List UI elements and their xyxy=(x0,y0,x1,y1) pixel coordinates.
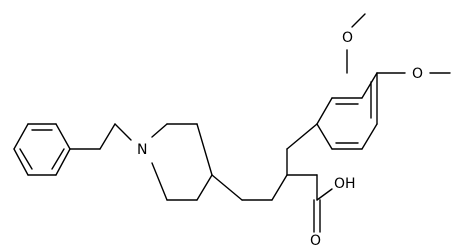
bond xyxy=(13,123,29,150)
aromatic-double-bond xyxy=(51,148,65,170)
benzyl-phenyl-ring xyxy=(13,123,71,176)
nitrogen-label: N xyxy=(137,142,147,158)
bond xyxy=(211,174,243,201)
aromatic-double-bond xyxy=(19,148,33,170)
methoxy-oxygen-label: O xyxy=(342,30,353,46)
bond xyxy=(271,174,288,201)
bond xyxy=(114,123,132,141)
bond xyxy=(151,162,168,201)
bond xyxy=(99,123,116,150)
bond xyxy=(286,123,318,150)
carbonyl-oxygen-label: O xyxy=(310,233,321,249)
bond xyxy=(151,123,168,138)
bond xyxy=(316,123,333,150)
methoxy-oxygen-label: O xyxy=(412,66,423,82)
bond xyxy=(196,123,213,176)
bond xyxy=(316,97,333,125)
bond xyxy=(361,123,378,150)
bond xyxy=(196,174,213,201)
bond xyxy=(13,148,29,176)
hydroxyl-label: OH xyxy=(334,176,356,192)
bond xyxy=(351,13,366,28)
bond xyxy=(361,72,378,99)
bond xyxy=(55,123,71,150)
bond xyxy=(316,188,333,201)
dimethoxyphenyl-ring xyxy=(316,72,378,150)
bond xyxy=(55,148,71,176)
piperidine-ring xyxy=(151,123,213,201)
